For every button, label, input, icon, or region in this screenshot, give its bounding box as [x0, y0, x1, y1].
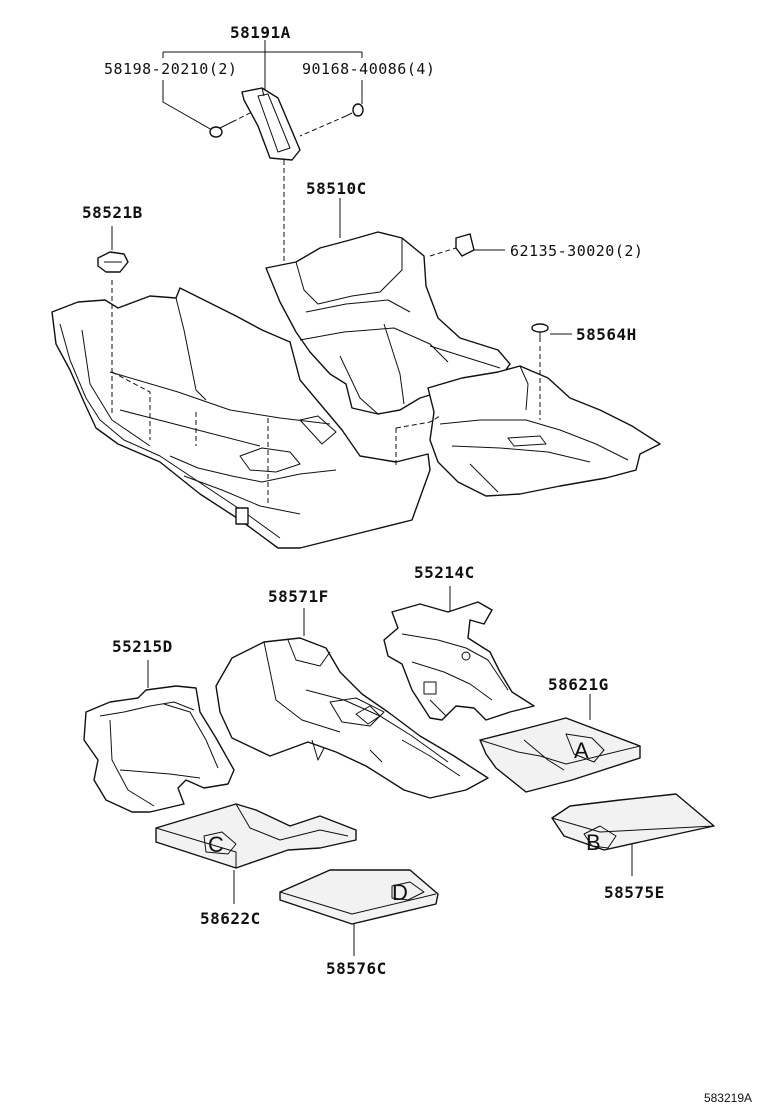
label-58575e: 58575E: [604, 883, 665, 902]
bracket-58191a: [241, 87, 301, 161]
mat-mark-d: D: [392, 880, 408, 905]
part-58191a-group: [162, 40, 364, 268]
mat-58621g: [479, 694, 641, 793]
carpet-58510c: [51, 231, 661, 549]
cover-58571f: [215, 608, 489, 799]
label-58621g: 58621G: [548, 675, 609, 694]
diagram-code: 583219A: [704, 1091, 752, 1105]
label-55215d: 55215D: [112, 637, 173, 656]
label-55214c: 55214C: [414, 563, 475, 582]
panel-55214c: [383, 586, 535, 721]
label-58521b: 58521B: [82, 203, 143, 222]
mat-58575e: [551, 793, 715, 876]
label-58198-20210: 58198-20210(2): [104, 60, 237, 78]
clip-58198-icon: [209, 111, 253, 138]
mat-mark-b: B: [586, 830, 601, 855]
mat-mark-c: C: [208, 832, 224, 857]
label-90168-40086: 90168-40086(4): [302, 60, 435, 78]
screw-90168-icon: [299, 103, 364, 137]
label-58571f: 58571F: [268, 587, 329, 606]
clip-62135-icon: [455, 233, 505, 257]
mat-58622c: [155, 803, 357, 904]
fastener-58521b-icon: [97, 226, 129, 273]
mat-58576c: [279, 869, 439, 956]
label-58510c: 58510C: [306, 179, 367, 198]
label-62135-30020: 62135-30020(2): [510, 242, 643, 260]
pin-58564h-icon: [531, 323, 572, 342]
mat-mark-a: A: [574, 738, 589, 763]
label-58576c: 58576C: [326, 959, 387, 978]
label-58564h: 58564H: [576, 325, 637, 344]
label-58622c: 58622C: [200, 909, 261, 928]
panel-55215d: [83, 660, 235, 813]
label-58191a: 58191A: [230, 23, 291, 42]
